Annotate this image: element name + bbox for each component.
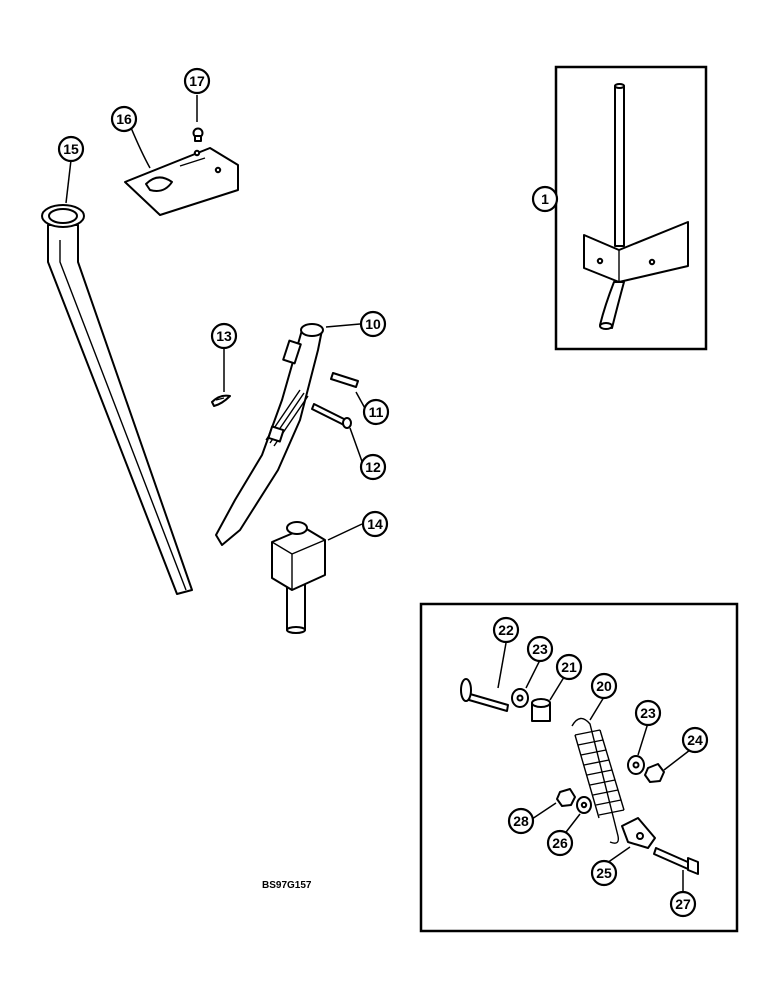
- figure-code: BS97G157: [262, 880, 312, 891]
- clip-part-13: [211, 394, 231, 407]
- callout-24: 24: [681, 726, 709, 754]
- svg-text:24: 24: [687, 732, 703, 748]
- shaft-with-bracket-part-1: [583, 83, 689, 330]
- washer-part-23: [511, 688, 529, 708]
- svg-text:28: 28: [513, 813, 529, 829]
- svg-text:23: 23: [640, 705, 656, 721]
- bushing-part-21: [531, 698, 551, 722]
- callout-12: 12: [359, 453, 387, 481]
- svg-text:11: 11: [369, 404, 384, 420]
- svg-text:25: 25: [596, 865, 612, 881]
- callout-26: 26: [546, 829, 574, 857]
- bracket-part-25: [621, 817, 656, 849]
- nut-part-24: [644, 763, 665, 783]
- washer-part-26: [576, 796, 592, 814]
- lever-part-10: [215, 323, 324, 546]
- knob-part-14: [271, 521, 326, 634]
- callout-23-right: 23: [634, 699, 662, 727]
- inset-frame-top-right: [554, 65, 708, 351]
- callout-1: 1: [531, 185, 559, 213]
- svg-text:12: 12: [365, 459, 381, 475]
- svg-text:10: 10: [365, 316, 381, 332]
- svg-text:16: 16: [116, 111, 132, 127]
- spring-part-20: [571, 717, 625, 844]
- svg-text:23: 23: [532, 641, 548, 657]
- svg-text:21: 21: [561, 659, 577, 675]
- callout-23-left: 23: [526, 635, 554, 663]
- callout-28: 28: [507, 807, 535, 835]
- svg-text:26: 26: [552, 835, 568, 851]
- svg-text:17: 17: [189, 73, 205, 89]
- nut-part-28: [556, 788, 576, 807]
- callout-11: 11: [362, 398, 390, 426]
- long-tube-part-15: [41, 204, 193, 595]
- svg-text:22: 22: [498, 622, 514, 638]
- bolt-part-22: [460, 678, 509, 712]
- callout-27: 27: [669, 890, 697, 918]
- svg-text:15: 15: [63, 141, 79, 157]
- callout-10: 10: [359, 310, 387, 338]
- washer-right-part-23: [627, 755, 645, 775]
- svg-text:27: 27: [675, 896, 691, 912]
- callout-13: 13: [210, 322, 238, 350]
- svg-text:20: 20: [596, 678, 612, 694]
- screw-part-17: [192, 127, 204, 142]
- callout-25: 25: [590, 859, 618, 887]
- callout-16: 16: [110, 105, 138, 133]
- inset-frame-bottom-right: [419, 602, 739, 933]
- callout-20: 20: [590, 672, 618, 700]
- callout-17: 17: [183, 67, 211, 95]
- bolt-part-27: [653, 847, 699, 875]
- svg-text:1: 1: [541, 191, 549, 207]
- callout-14: 14: [361, 510, 389, 538]
- callout-21: 21: [555, 653, 583, 681]
- pin-part-11: [330, 372, 359, 388]
- callout-22: 22: [492, 616, 520, 644]
- plate-bracket-part-16: [124, 147, 239, 216]
- svg-text:13: 13: [216, 328, 232, 344]
- callout-15: 15: [57, 135, 85, 163]
- long-pin-part-12: [311, 403, 352, 429]
- svg-text:14: 14: [367, 516, 383, 532]
